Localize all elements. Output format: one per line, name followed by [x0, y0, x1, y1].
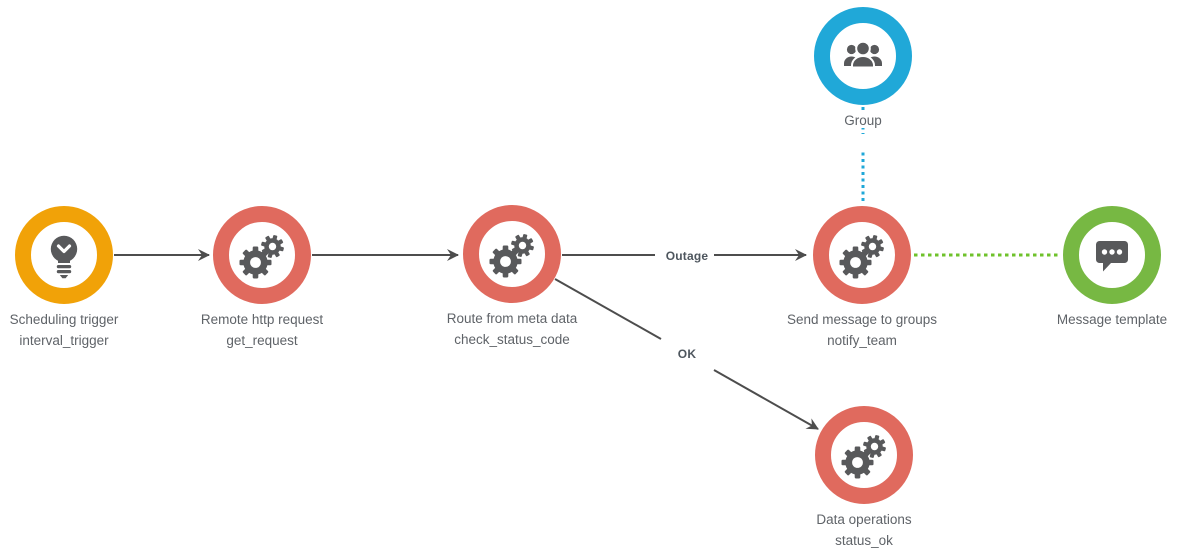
- gears-icon: [840, 431, 888, 479]
- edge-label-outage: Outage: [661, 249, 713, 263]
- node-label: Scheduling trigger interval_trigger: [0, 309, 179, 351]
- node-circle-status-ok[interactable]: [815, 406, 913, 504]
- node-subtitle: interval_trigger: [16, 333, 112, 348]
- lightbulb-icon: [40, 231, 88, 279]
- gears-icon: [238, 231, 286, 279]
- node-notify-team[interactable]: Send message to groups notify_team: [783, 206, 941, 348]
- node-circle-interval-trigger[interactable]: [15, 206, 113, 304]
- node-check-status-code[interactable]: Route from meta data check_status_code: [443, 205, 581, 347]
- node-subtitle: check_status_code: [451, 332, 573, 347]
- node-circle-check-status-code[interactable]: [463, 205, 561, 303]
- node-label: Route from meta data check_status_code: [397, 308, 627, 350]
- node-title: Route from meta data: [443, 311, 581, 326]
- node-group[interactable]: Group: [814, 7, 912, 149]
- node-title: Send message to groups: [783, 312, 941, 327]
- node-get-request[interactable]: Remote http request get_request: [197, 206, 327, 348]
- node-subtitle: get_request: [223, 333, 301, 348]
- node-title: Remote http request: [197, 312, 327, 327]
- gears-icon: [838, 231, 886, 279]
- node-circle-group[interactable]: [814, 7, 912, 105]
- node-title: Message template: [1053, 312, 1171, 327]
- node-label: Remote http request get_request: [147, 309, 377, 351]
- gears-icon: [488, 230, 536, 278]
- node-subtitle: [1109, 333, 1115, 348]
- people-icon: [839, 32, 887, 80]
- node-label: Data operations status_ok: [749, 509, 979, 551]
- edge-ok-segment-right: [713, 369, 819, 430]
- edge-label-ok: OK: [673, 347, 701, 361]
- node-label: Message template: [997, 309, 1178, 351]
- edge-ok-segment-left: [554, 278, 662, 340]
- node-interval-trigger[interactable]: Scheduling trigger interval_trigger: [6, 206, 122, 348]
- node-circle-notify-team[interactable]: [813, 206, 911, 304]
- node-circle-get-request[interactable]: [213, 206, 311, 304]
- node-title: Data operations: [813, 512, 915, 527]
- speech-bubble-icon: [1088, 231, 1136, 279]
- node-label: Send message to groups notify_team: [747, 309, 977, 351]
- node-title: Scheduling trigger: [6, 312, 122, 327]
- node-status-ok[interactable]: Data operations status_ok: [813, 406, 915, 548]
- node-subtitle: [860, 134, 866, 149]
- node-message-template[interactable]: Message template: [1053, 206, 1171, 348]
- node-label: Group: [748, 110, 978, 152]
- node-subtitle: status_ok: [832, 533, 896, 548]
- node-title: Group: [841, 113, 885, 128]
- node-subtitle: notify_team: [824, 333, 900, 348]
- node-circle-message-template[interactable]: [1063, 206, 1161, 304]
